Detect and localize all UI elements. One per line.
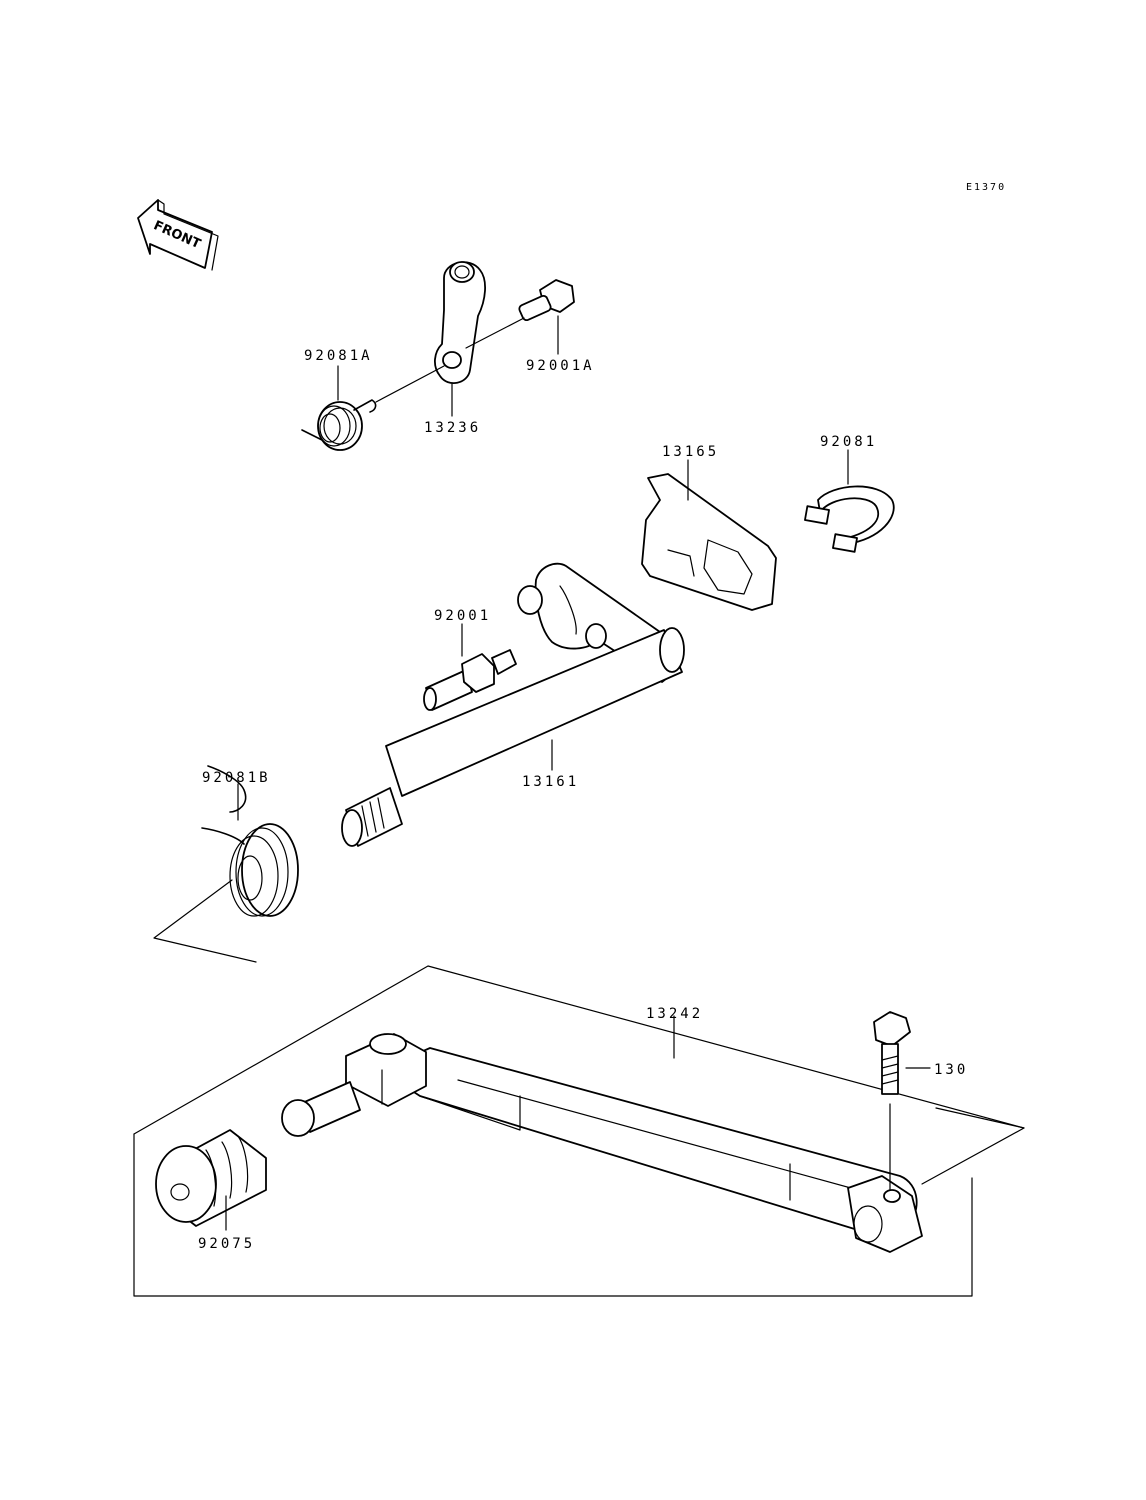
- part-label-13242: 13242: [646, 1006, 703, 1022]
- spring-92081a: [301, 399, 377, 451]
- peg-shaft: [281, 1081, 361, 1137]
- clip-92081: [804, 485, 895, 553]
- front-arrow-icon: FRONT: [137, 199, 219, 271]
- part-label-13236: 13236: [424, 420, 481, 436]
- part-label-13165: 13165: [662, 444, 719, 460]
- shift-shaft-13161: [341, 562, 685, 847]
- part-label-92081: 92081: [820, 434, 877, 450]
- part-label-130: 130: [934, 1062, 968, 1078]
- peg-rubber-92075: [155, 1129, 267, 1227]
- spring-92081b: [201, 765, 299, 917]
- part-label-13161: 13161: [522, 774, 579, 790]
- plate-13165: [641, 473, 777, 611]
- shift-arm-13236: [434, 261, 486, 384]
- part-label-92075: 92075: [198, 1236, 255, 1252]
- shift-lever-13242: [345, 1033, 923, 1253]
- bolt-92001a: [518, 279, 575, 322]
- diagram-code: E1370: [966, 182, 1006, 193]
- bolt-130: [873, 1011, 911, 1095]
- part-label-92081a: 92081A: [304, 348, 373, 364]
- part-label-92081b: 92081B: [202, 770, 271, 786]
- bolt-92001: [423, 649, 517, 711]
- part-label-92001: 92001: [434, 608, 491, 624]
- part-label-92001a: 92001A: [526, 358, 595, 374]
